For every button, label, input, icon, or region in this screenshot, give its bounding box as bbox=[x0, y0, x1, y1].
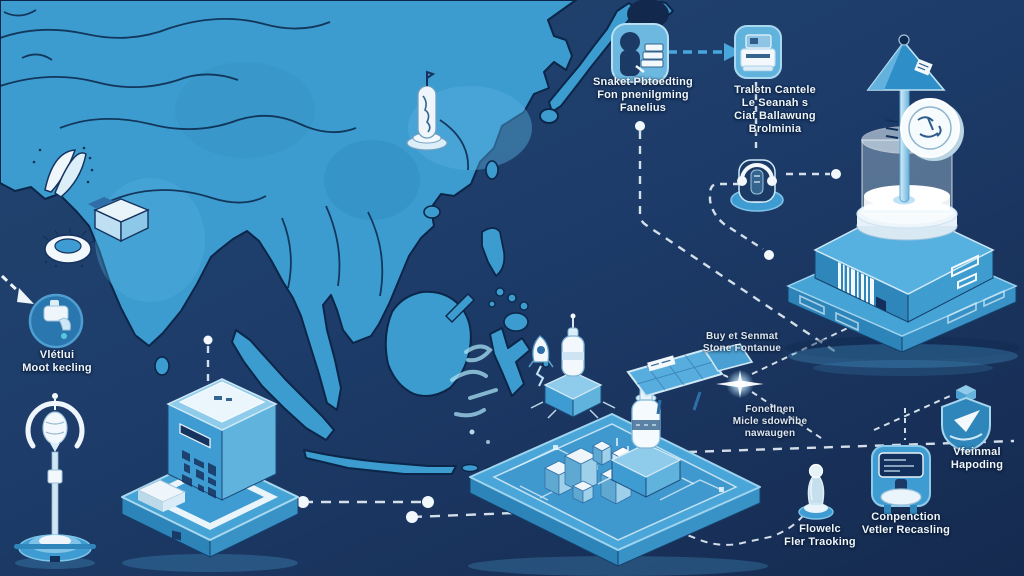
glow-star bbox=[716, 370, 764, 398]
flow-arrow bbox=[668, 43, 742, 61]
tower-pedestal-2 bbox=[597, 387, 695, 498]
tower-pedestal-1 bbox=[530, 313, 616, 419]
solar-panel bbox=[626, 343, 754, 415]
faucet-badge-icon bbox=[43, 300, 71, 339]
printer-machine-icon bbox=[740, 34, 776, 72]
headphones-pod-icon bbox=[730, 159, 784, 212]
label-train-console: Traletn Cantele Le Seanah s Ciaf Ballawu… bbox=[734, 84, 816, 135]
ballot-box-platform bbox=[121, 378, 299, 572]
train-console-badge bbox=[734, 25, 782, 79]
stadium-dish-icon bbox=[42, 228, 97, 268]
label-signal-note: Buy et Senmat Stone Fontanue bbox=[702, 331, 782, 354]
connection-dots bbox=[203, 121, 841, 523]
source-processing-badge bbox=[611, 0, 669, 83]
monument-tower-icon bbox=[406, 70, 448, 151]
chalk-scribbles bbox=[450, 344, 498, 418]
label-flow-tracking: Flowelc Fler Traoking bbox=[784, 523, 856, 548]
label-source-processing: Snaket Pbtoedting Fon pnenilgming Faneli… bbox=[593, 76, 693, 114]
quill-satellite-icon bbox=[32, 146, 94, 198]
vintage-microphone-stand bbox=[14, 393, 96, 569]
label-visual-tracking: Vlétlui Moot kecling bbox=[22, 349, 92, 374]
person-documents-icon bbox=[620, 32, 664, 76]
console-bowl-icon bbox=[871, 445, 931, 514]
label-virtual-reporting: Vfeinmal Hapoding bbox=[950, 446, 1004, 471]
label-forecast-note: Fonetlnen Micle sdowribe nawaugen bbox=[732, 404, 808, 439]
label-connection-recycling: Conpenction Vetler Recasling bbox=[861, 511, 951, 536]
visual-tracking-badge bbox=[28, 293, 84, 349]
parcel-box-icon bbox=[88, 197, 150, 243]
rocket-icon bbox=[528, 335, 554, 387]
circuit-city-platform bbox=[450, 313, 768, 576]
shield-send-icon bbox=[941, 385, 991, 454]
alert-cone-apparatus bbox=[784, 34, 1020, 376]
pawn-piece-icon bbox=[798, 463, 834, 520]
pointer-arrow bbox=[0, 274, 34, 304]
